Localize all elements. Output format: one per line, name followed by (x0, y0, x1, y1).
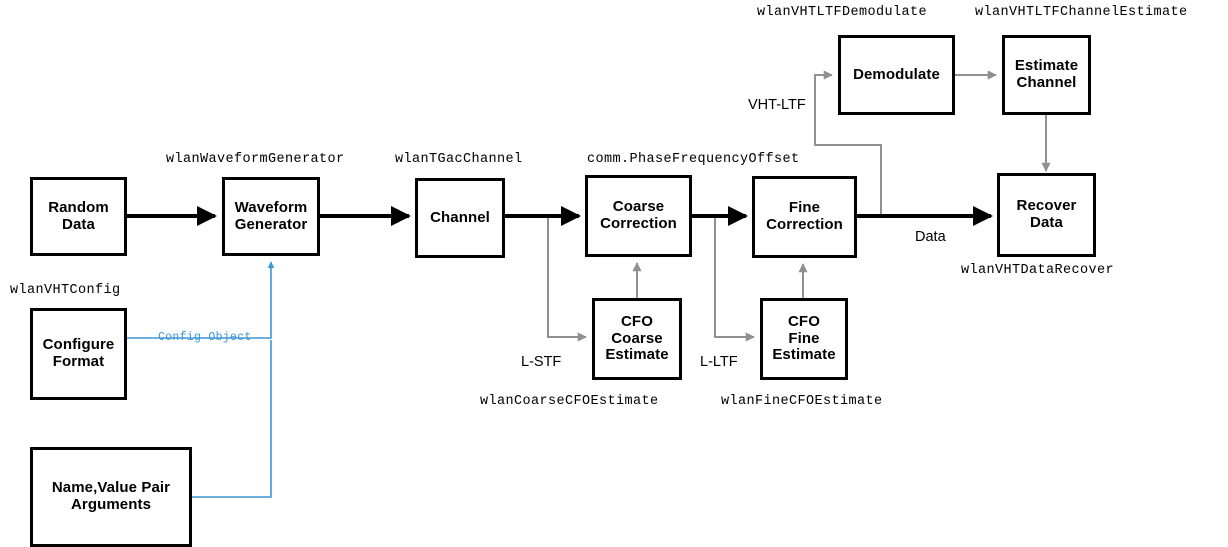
label-comm-phase-frequency-offset: comm.PhaseFrequencyOffset (587, 152, 800, 167)
block-demodulate[interactable]: Demodulate (838, 35, 955, 115)
label-config-object: Config Object (158, 331, 252, 344)
block-channel-label: Channel (430, 208, 490, 226)
line-namevalue-to-config-bus (192, 340, 272, 498)
label-vht-ltf: VHT-LTF (748, 97, 806, 113)
arrow-vhtltf-to-demodulate (814, 70, 882, 214)
arrow-config-format-to-waveform (127, 261, 275, 339)
label-data: Data (915, 229, 946, 245)
label-wlan-vhtltf-channel-estimate: wlanVHTLTFChannelEstimate (975, 5, 1188, 20)
label-wlan-vhtltf-demodulate: wlanVHTLTFDemodulate (757, 5, 928, 20)
label-l-ltf: L-LTF (700, 354, 738, 370)
label-l-stf: L-STF (521, 354, 562, 370)
label-wlan-vht-data-recover: wlanVHTDataRecover (961, 263, 1115, 278)
arrow-lltf-to-cfo-fine (714, 218, 755, 342)
label-wlan-vht-config: wlanVHTConfig (10, 283, 121, 298)
control-signal-paths (547, 70, 1051, 342)
label-wlan-fine-cfo-estimate: wlanFineCFOEstimate (721, 394, 883, 409)
block-demodulate-label: Demodulate (853, 65, 940, 83)
label-wlan-waveform-generator: wlanWaveformGenerator (166, 152, 345, 167)
config-object-paths (127, 261, 275, 498)
label-wlan-coarse-cfo-estimate: wlanCoarseCFOEstimate (480, 394, 659, 409)
label-wlan-tgac-channel: wlanTGacChannel (395, 152, 523, 167)
block-channel[interactable]: Channel (415, 178, 505, 258)
arrow-lstf-to-cfo-coarse (547, 218, 587, 342)
